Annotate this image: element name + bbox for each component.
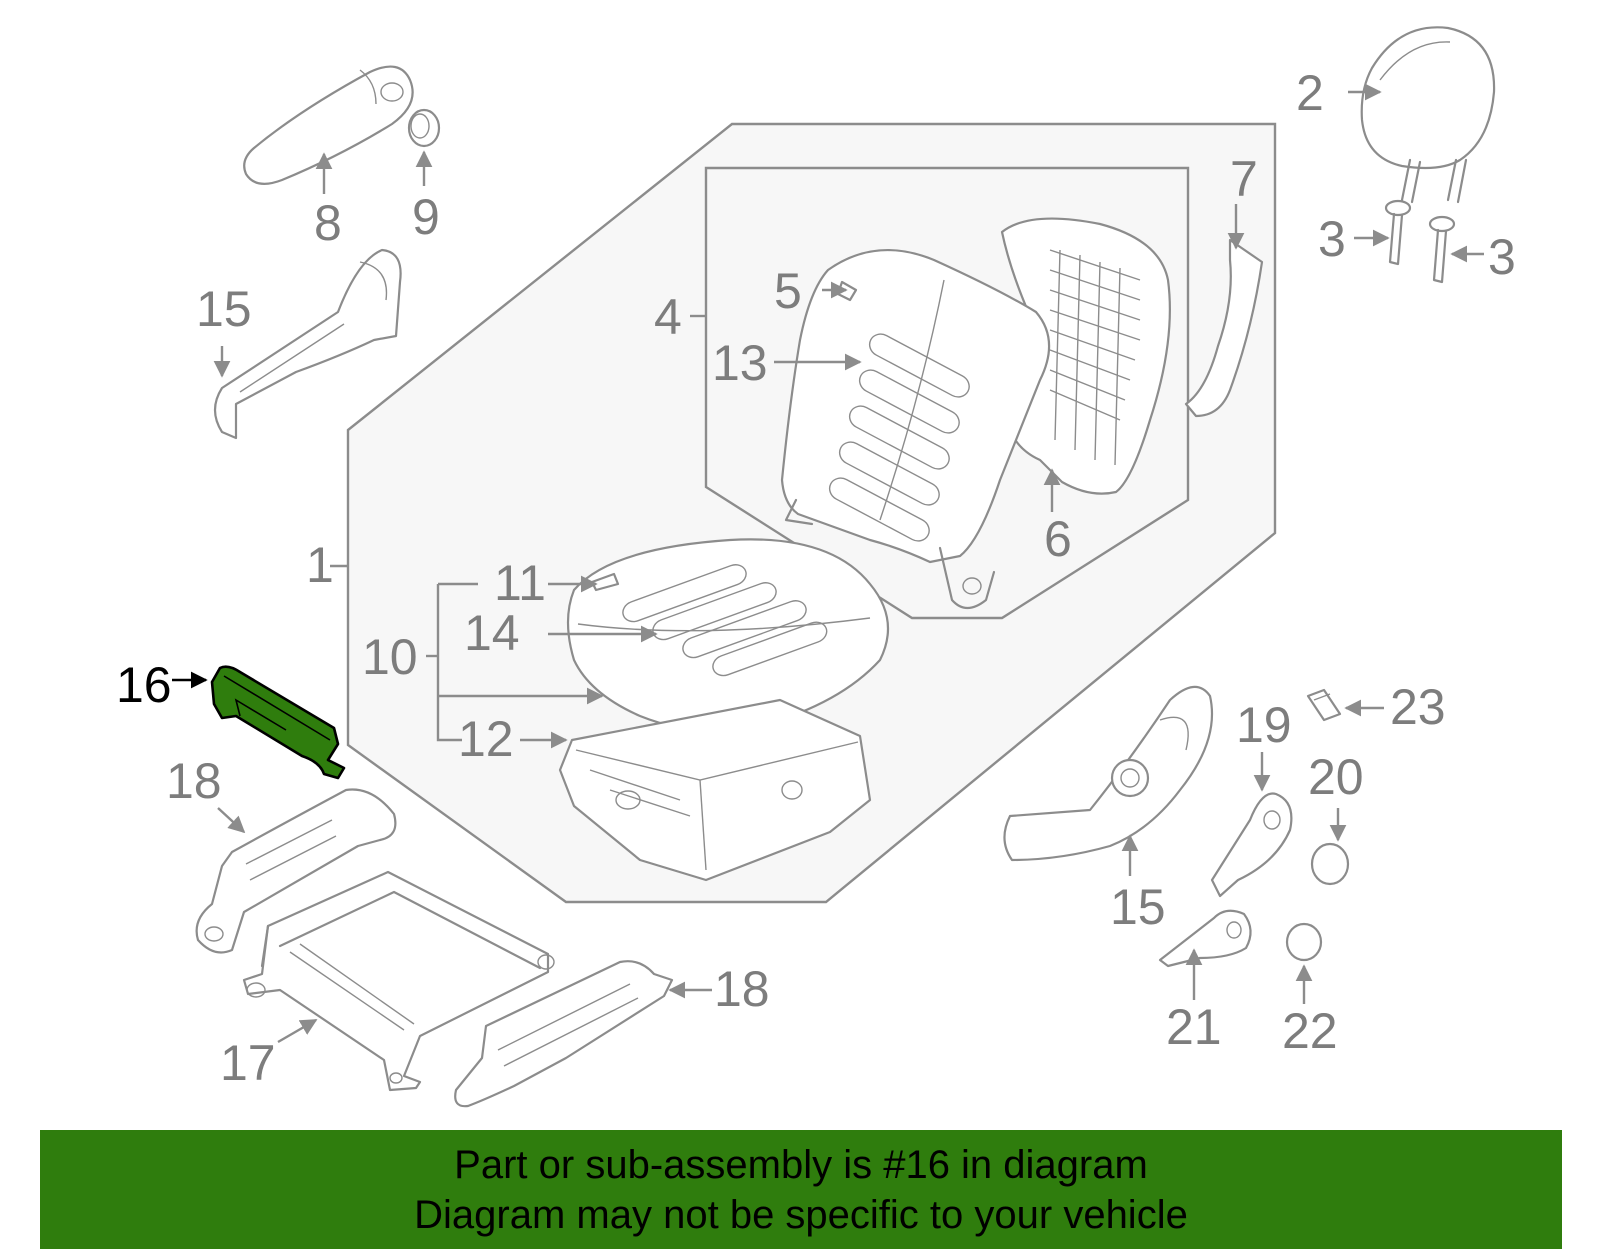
callout-3b: 3	[1488, 229, 1516, 285]
lever-part	[1158, 909, 1252, 968]
callout-19: 19	[1236, 697, 1292, 753]
banner-line-1: Part or sub-assembly is #16 in diagram	[454, 1142, 1148, 1187]
callout-9: 9	[412, 189, 440, 245]
headrest-guide-part	[1384, 199, 1456, 284]
armrest-cap-part	[407, 108, 441, 148]
recliner-handle-part	[1210, 792, 1293, 898]
callout-10: 10	[362, 629, 418, 685]
seat-track-part	[242, 870, 555, 1092]
headrest-part	[1360, 26, 1496, 204]
callout-7: 7	[1230, 151, 1258, 207]
callout-5: 5	[774, 263, 802, 319]
banner-line-2: Diagram may not be specific to your vehi…	[414, 1192, 1188, 1237]
callout-2: 2	[1296, 65, 1324, 121]
seat-back-frame-part	[1000, 217, 1171, 495]
inner-cover-left-part	[195, 788, 397, 954]
side-shield-left-part	[213, 248, 402, 440]
callout-16: 16	[116, 657, 172, 713]
callout-21: 21	[1166, 999, 1222, 1055]
cap-22-part	[1285, 922, 1323, 962]
callout-labels: 1 2 3 3 4 5 6 7 8 9 10 11 12 13 14 15 15…	[116, 65, 1516, 1091]
callout-13: 13	[712, 335, 768, 391]
callout-17: 17	[220, 1035, 276, 1091]
seat-cushion-frame-part	[558, 698, 872, 882]
part-16-shape	[210, 665, 346, 780]
seat-back-pad-part	[780, 249, 1051, 610]
side-shield-right-part	[1003, 685, 1214, 862]
callout-22: 22	[1282, 1003, 1338, 1059]
cap-20-part	[1310, 842, 1350, 886]
footer-banner: Part or sub-assembly is #16 in diagram D…	[40, 1130, 1562, 1249]
side-garnish-part	[1184, 238, 1264, 418]
callout-23: 23	[1390, 679, 1446, 735]
callout-15b: 15	[1110, 879, 1166, 935]
callout-15a: 15	[196, 281, 252, 337]
clip-23-part	[1306, 688, 1342, 722]
leader-lines	[172, 83, 1484, 1044]
callout-1: 1	[306, 537, 334, 593]
callout-8: 8	[314, 195, 342, 251]
callout-20: 20	[1308, 749, 1364, 805]
callout-12: 12	[458, 711, 514, 767]
callout-18b: 18	[714, 961, 770, 1017]
callout-18a: 18	[166, 753, 222, 809]
callout-6: 6	[1044, 511, 1072, 567]
callout-14: 14	[464, 605, 520, 661]
callout-3a: 3	[1318, 211, 1346, 267]
armrest-part	[243, 65, 414, 185]
inner-cover-right-part	[454, 960, 674, 1108]
highlighted-part-16	[210, 665, 346, 780]
callout-11: 11	[494, 555, 546, 611]
callout-4: 4	[654, 289, 682, 345]
